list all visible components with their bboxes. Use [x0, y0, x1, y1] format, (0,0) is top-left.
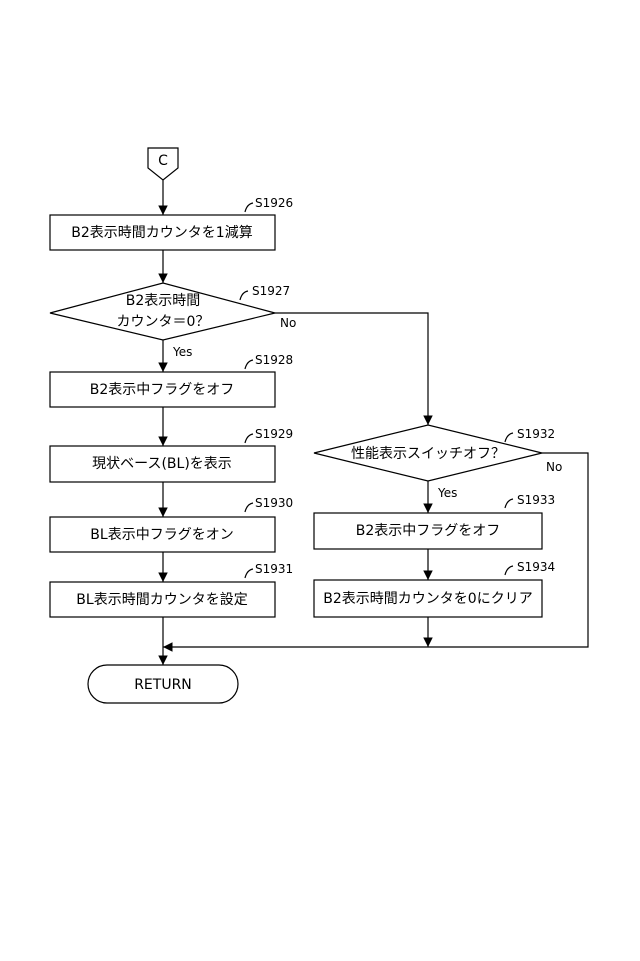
step-s1928: B2表示中フラグをオフ S1928 — [50, 353, 293, 407]
step-s1933: B2表示中フラグをオフ S1933 — [314, 493, 555, 549]
terminal-return: RETURN — [88, 665, 238, 703]
svg-text:B2表示時間カウンタを0にクリア: B2表示時間カウンタを0にクリア — [323, 591, 532, 607]
svg-text:S1927: S1927 — [252, 284, 290, 298]
decision-s1932: 性能表示スイッチオフ？ S1932 No Yes — [314, 425, 562, 500]
svg-text:B2表示中フラグをオフ: B2表示中フラグをオフ — [90, 382, 235, 398]
svg-text:Yes: Yes — [437, 486, 457, 500]
svg-text:No: No — [546, 460, 562, 474]
svg-text:RETURN: RETURN — [134, 677, 192, 693]
svg-text:S1932: S1932 — [517, 427, 555, 441]
svg-text:BL表示時間カウンタを設定: BL表示時間カウンタを設定 — [76, 592, 247, 608]
svg-text:S1931: S1931 — [255, 562, 293, 576]
svg-text:B2表示中フラグをオフ: B2表示中フラグをオフ — [356, 523, 501, 539]
svg-text:BL表示中フラグをオン: BL表示中フラグをオン — [90, 527, 233, 543]
svg-text:B2表示時間カウンタを1減算: B2表示時間カウンタを1減算 — [71, 224, 252, 241]
step-s1934: B2表示時間カウンタを0にクリア S1934 — [314, 560, 555, 617]
connector-c: C — [148, 148, 178, 180]
svg-text:S1933: S1933 — [517, 493, 555, 507]
svg-text:S1926: S1926 — [255, 196, 293, 210]
decision-s1927: B2表示時間 カウンタ＝0？ S1927 No Yes — [50, 283, 296, 359]
svg-text:S1929: S1929 — [255, 427, 293, 441]
svg-text:S1934: S1934 — [517, 560, 555, 574]
svg-text:S1928: S1928 — [255, 353, 293, 367]
svg-text:B2表示時間: B2表示時間 — [126, 293, 201, 309]
svg-text:No: No — [280, 316, 296, 330]
svg-text:性能表示スイッチオフ？: 性能表示スイッチオフ？ — [351, 446, 505, 462]
svg-text:C: C — [158, 153, 168, 169]
svg-text:現状ベース(BL)を表示: 現状ベース(BL)を表示 — [92, 456, 232, 472]
svg-text:カウンタ＝0？: カウンタ＝0？ — [117, 314, 210, 330]
svg-text:S1930: S1930 — [255, 496, 293, 510]
step-s1926: B2表示時間カウンタを1減算 S1926 — [50, 196, 293, 250]
step-s1930: BL表示中フラグをオン S1930 — [50, 496, 293, 552]
step-s1931: BL表示時間カウンタを設定 S1931 — [50, 562, 293, 617]
svg-text:Yes: Yes — [172, 345, 192, 359]
no-branch-arrow — [275, 313, 428, 425]
step-s1929: 現状ベース(BL)を表示 S1929 — [50, 427, 293, 482]
